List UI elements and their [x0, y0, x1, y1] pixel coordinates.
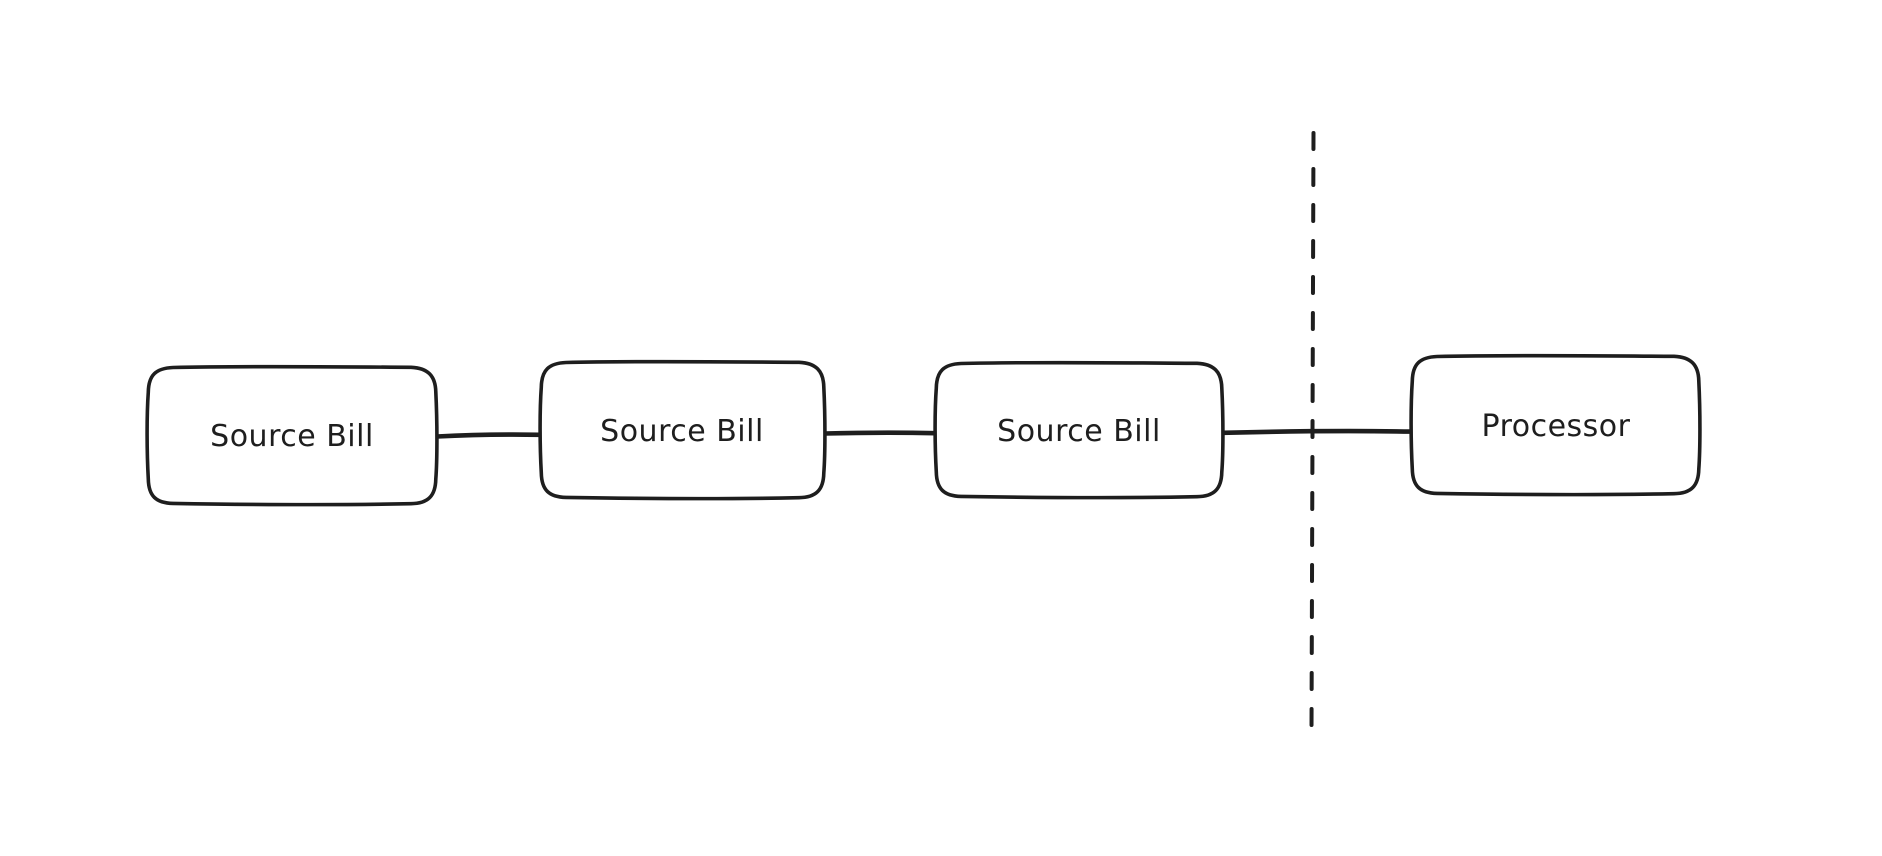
connector-source-bill-2-to-source-bill-3[interactable] — [822, 430, 938, 436]
node-box-processor[interactable] — [1409, 353, 1702, 497]
boundary-dashed-line[interactable] — [1309, 131, 1316, 732]
node-source-bill-1: Source Bill — [145, 364, 439, 507]
node-source-bill-2: Source Bill — [538, 359, 827, 501]
node-label-processor: Processor — [1482, 409, 1631, 444]
connector-source-bill-1-to-source-bill-2[interactable] — [434, 432, 543, 439]
node-box-source-bill-2[interactable] — [538, 359, 827, 501]
node-label-source-bill-3: Source Bill — [997, 414, 1161, 449]
node-label-source-bill-1: Source Bill — [210, 419, 374, 454]
node-box-source-bill-3[interactable] — [933, 360, 1225, 500]
node-label-source-bill-2: Source Bill — [600, 414, 764, 449]
connector-source-bill-3-to-processor[interactable] — [1220, 428, 1414, 436]
node-processor: Processor — [1409, 353, 1702, 497]
node-box-source-bill-1[interactable] — [145, 364, 439, 507]
node-source-bill-3: Source Bill — [933, 360, 1225, 500]
